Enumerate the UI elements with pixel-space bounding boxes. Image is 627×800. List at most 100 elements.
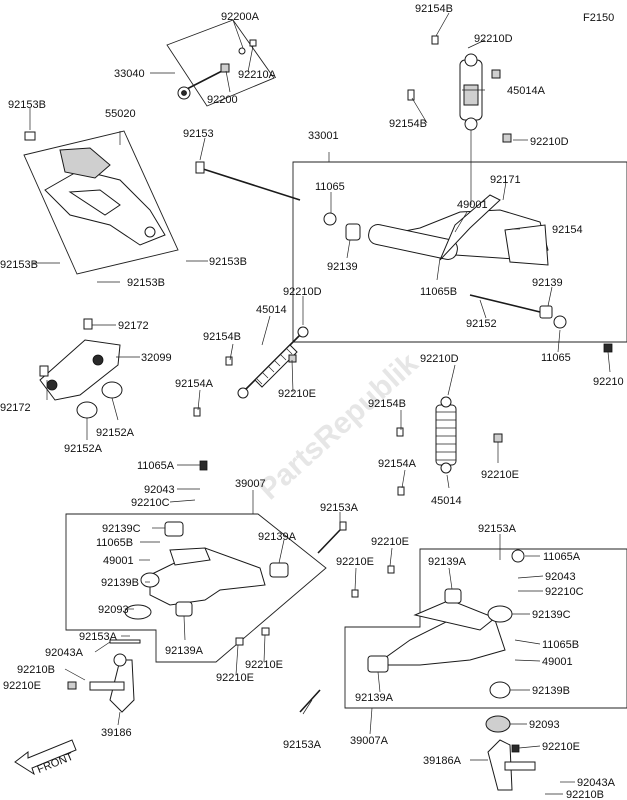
label-92210E-mid1: 92210E [371,536,409,548]
label-92153B-c: 92153B [127,277,165,289]
label-92152A-a: 92152A [96,427,135,439]
swing-arm-33001 [323,194,613,353]
label-92210E-left: 92210E [278,388,316,400]
label-92043A-r: 92043A [577,777,616,789]
label-92153B-a: 92153B [8,99,46,111]
spindle-39186A [485,715,536,791]
label-92139A-r: 92139A [355,692,394,704]
label-92210E-left3: 92210E [216,672,254,684]
label-92210: 92210 [593,376,624,388]
frame-39007A [344,548,627,709]
label-92139C-r: 92139C [532,609,571,621]
bracket-32099 [39,318,123,419]
label-92154B-top: 92154B [415,3,453,15]
label-33040: 33040 [114,68,145,80]
label-49001-left: 49001 [103,555,134,567]
label-92210B-left: 92210B [17,664,55,676]
label-92152: 92152 [466,318,497,330]
label-92139-left: 92139 [327,261,358,273]
diagram-code: F2150 [583,12,614,24]
label-92043-left: 92043 [144,484,175,496]
frame-33001 [292,161,627,343]
label-92210C-r: 92210C [545,586,584,598]
label-55020: 55020 [105,108,136,120]
label-11065A-left: 11065A [137,460,175,472]
label-11065B-r: 11065B [542,639,579,651]
label-92093-left: 92093 [98,604,129,616]
label-92153B-b: 92153B [0,259,38,271]
label-92153A-r: 92153A [478,523,517,535]
label-39186: 39186 [101,727,132,739]
part-labels: 92200A 33040 92210A 92200 92154B 92210D … [0,3,624,800]
frame-55020 [23,130,179,275]
shock-45014-right [396,396,503,496]
label-92200: 92200 [207,94,238,106]
label-92210A: 92210A [238,69,277,81]
label-92210E-left4: 92210E [245,659,283,671]
a-arm-39007 [67,460,289,690]
label-92210E-left2: 92210E [3,680,41,692]
label-11065-right: 11065 [541,352,571,364]
bracket-55020 [24,131,166,246]
label-92153B-d: 92153B [209,256,247,268]
front-arrow: FRONT [14,739,77,776]
label-92139C-left: 92139C [102,523,141,535]
label-92210C-left: 92210C [131,497,170,509]
label-92153A-mid: 92153A [320,502,359,514]
label-92152A-b: 92152A [64,443,103,455]
label-39186A: 39186A [423,755,462,767]
label-45014-right: 45014 [431,495,462,507]
label-92172-b: 92172 [0,402,31,414]
label-92139A-left2: 92139A [165,645,204,657]
label-92139A-left1: 92139A [258,531,297,543]
label-11065B-left: 11065B [96,537,133,549]
label-92154B-left: 92154B [203,331,241,343]
label-92154A-rshock: 92154A [378,458,417,470]
label-92043A-left: 92043A [45,647,84,659]
label-92139A-mid: 92139A [428,556,467,568]
label-49001-top: 49001 [457,199,488,211]
label-32099: 32099 [141,352,172,364]
label-92172-a: 92172 [118,320,149,332]
label-45014A: 45014A [507,85,546,97]
leader-lines [29,12,611,795]
label-92200A: 92200A [221,11,260,23]
label-33001: 33001 [308,130,339,142]
label-92154A-left: 92154A [175,378,214,390]
label-92210D-top: 92210D [474,33,513,45]
tie-rod-end-33040 [177,39,257,100]
label-92210D-shock: 92210D [283,286,322,298]
label-92154: 92154 [552,224,583,236]
frame-39007 [65,513,327,663]
label-39007: 39007 [235,478,266,490]
pivot-bolt-92153 [195,161,301,201]
bolt-92153A-mid [317,521,347,554]
label-92210E-mid2: 92210E [336,556,374,568]
label-92154B-rshock: 92154B [368,398,406,410]
label-92210B-r: 92210B [566,789,604,800]
label-92043-r: 92043 [545,571,576,583]
label-49001-r: 49001 [542,656,573,668]
label-92093-r: 92093 [529,719,560,731]
label-92171: 92171 [490,174,521,186]
label-92153A-left: 92153A [79,631,118,643]
spindle-39186 [89,653,135,713]
label-92210D-rshock: 92210D [420,353,459,365]
label-11065-top: 11065 [315,181,345,193]
label-11065A-r: 11065A [543,551,581,563]
a-arm-39007A [299,549,525,713]
label-92139B-left: 92139B [101,577,139,589]
label-92139B-r: 92139B [532,685,570,697]
label-92153A-bottom: 92153A [283,739,322,751]
label-45014-left: 45014 [256,304,287,316]
label-92139-right: 92139 [532,277,563,289]
shock-45014-left [193,326,309,417]
label-92210E-rshock: 92210E [481,469,519,481]
label-92210E-r: 92210E [542,741,580,753]
label-39007A: 39007A [350,735,389,747]
label-92210D-mid: 92210D [530,136,569,148]
label-92153: 92153 [183,128,214,140]
label-11065B-mid: 11065B [420,286,457,298]
